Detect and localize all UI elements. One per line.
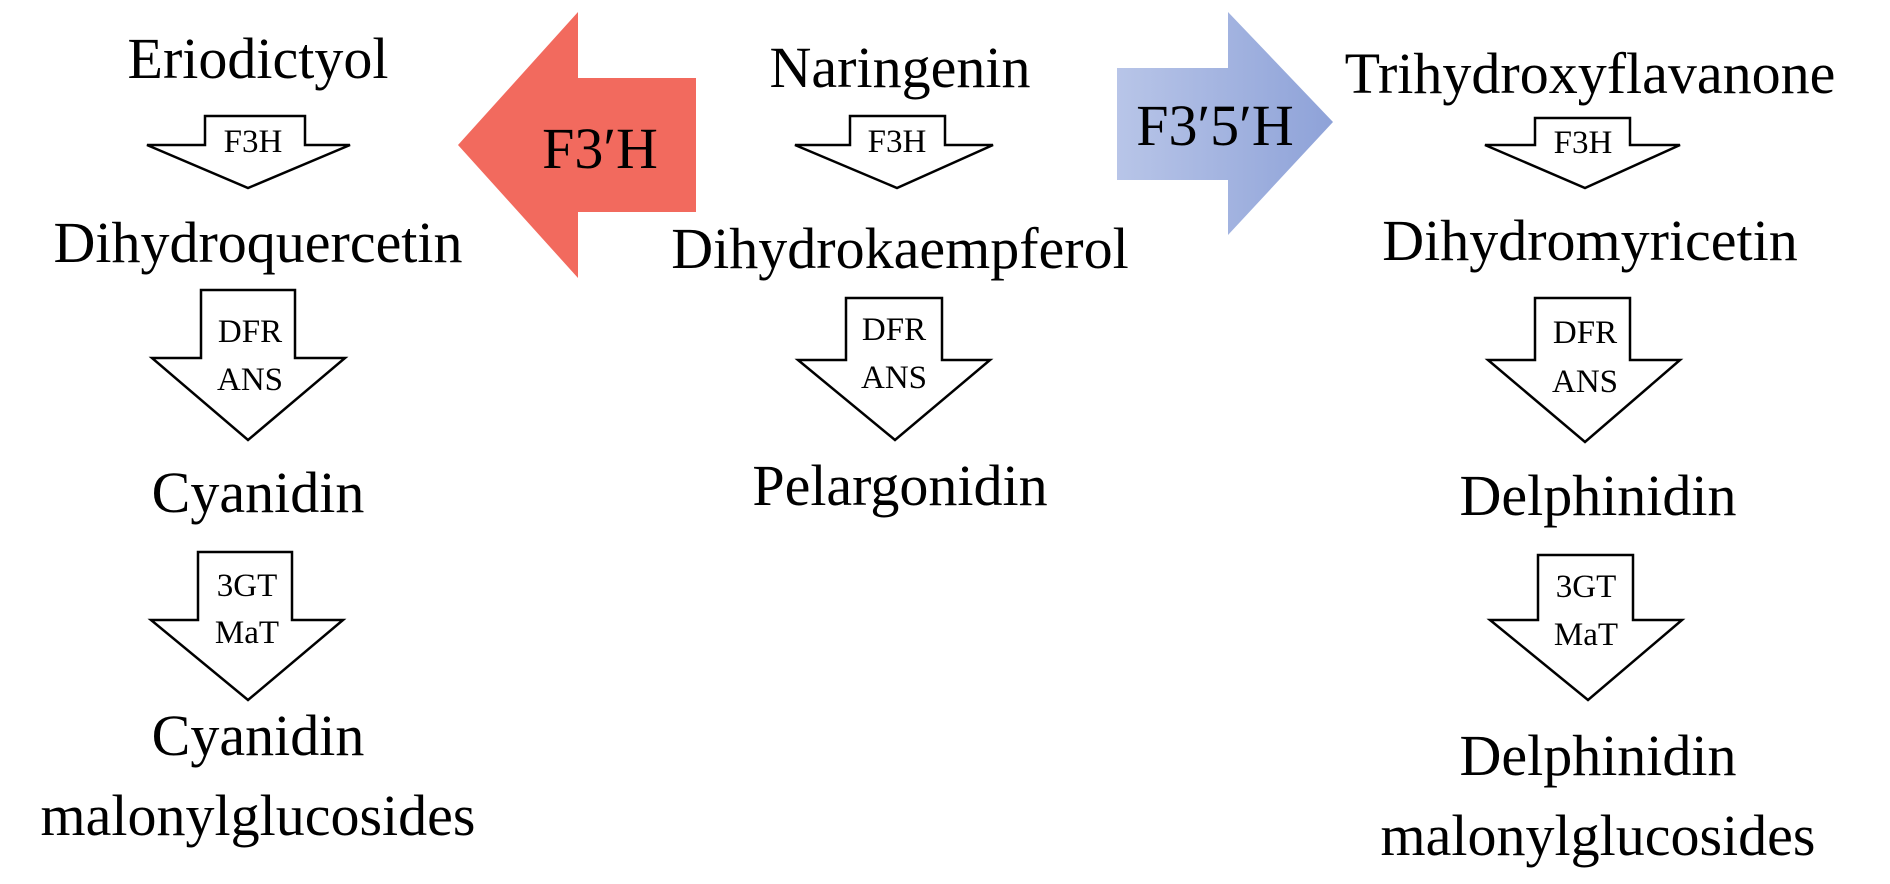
compound-dihydroquercetin: Dihydroquercetin bbox=[53, 210, 462, 275]
right-3gt-enzyme: 3GT bbox=[1556, 569, 1617, 605]
compound-naringenin: Naringenin bbox=[770, 35, 1031, 100]
compound-cyanidin: Cyanidin bbox=[152, 460, 365, 525]
right-dfr-ans-step-arrow bbox=[1484, 296, 1684, 444]
compound-cyanidin-glucoside-line1: Cyanidin bbox=[152, 703, 365, 768]
left-f3h-enzyme: F3H bbox=[224, 124, 283, 160]
left-mat-enzyme: MaT bbox=[215, 615, 279, 651]
compound-dihydromyricetin: Dihydromyricetin bbox=[1382, 208, 1798, 273]
right-mat-enzyme: MaT bbox=[1554, 617, 1618, 653]
compound-pelargonidin: Pelargonidin bbox=[752, 453, 1047, 518]
compound-delphinidin: Delphinidin bbox=[1459, 463, 1736, 528]
center-f3h-enzyme: F3H bbox=[868, 124, 927, 160]
left-ans-enzyme: ANS bbox=[217, 362, 283, 398]
compound-eriodictyol: Eriodictyol bbox=[128, 26, 389, 91]
right-3gt-mat-step-arrow bbox=[1486, 553, 1686, 702]
compound-trihydroxyflavanone: Trihydroxyflavanone bbox=[1345, 41, 1836, 106]
center-ans-enzyme: ANS bbox=[861, 360, 927, 396]
left-dfr-ans-step-arrow bbox=[148, 288, 349, 442]
right-dfr-enzyme: DFR bbox=[1553, 315, 1617, 351]
right-f3h-enzyme: F3H bbox=[1554, 125, 1613, 161]
center-f3h-step-arrow bbox=[794, 114, 994, 190]
left-f3h-step-arrow bbox=[146, 114, 351, 190]
f3h5h-label: F3′5′H bbox=[1136, 93, 1294, 158]
right-ans-enzyme: ANS bbox=[1552, 364, 1618, 400]
compound-delphinidin-glucoside-line1: Delphinidin bbox=[1459, 723, 1736, 788]
left-3gt-enzyme: 3GT bbox=[217, 568, 278, 604]
center-dfr-ans-step-arrow bbox=[794, 296, 994, 442]
left-3gt-mat-step-arrow bbox=[147, 550, 347, 702]
compound-cyanidin-glucoside-line2: malonylglucosides bbox=[41, 783, 476, 848]
f3h-prime-label: F3′H bbox=[542, 116, 658, 181]
compound-delphinidin-glucoside-line2: malonylglucosides bbox=[1381, 803, 1816, 868]
right-f3h-step-arrow bbox=[1484, 116, 1681, 190]
left-dfr-enzyme: DFR bbox=[218, 314, 282, 350]
center-dfr-enzyme: DFR bbox=[862, 312, 926, 348]
compound-dihydrokaempferol: Dihydrokaempferol bbox=[671, 216, 1128, 281]
f3h5h-branch-arrow bbox=[1117, 12, 1333, 235]
f3h-prime-branch-arrow bbox=[458, 12, 696, 278]
